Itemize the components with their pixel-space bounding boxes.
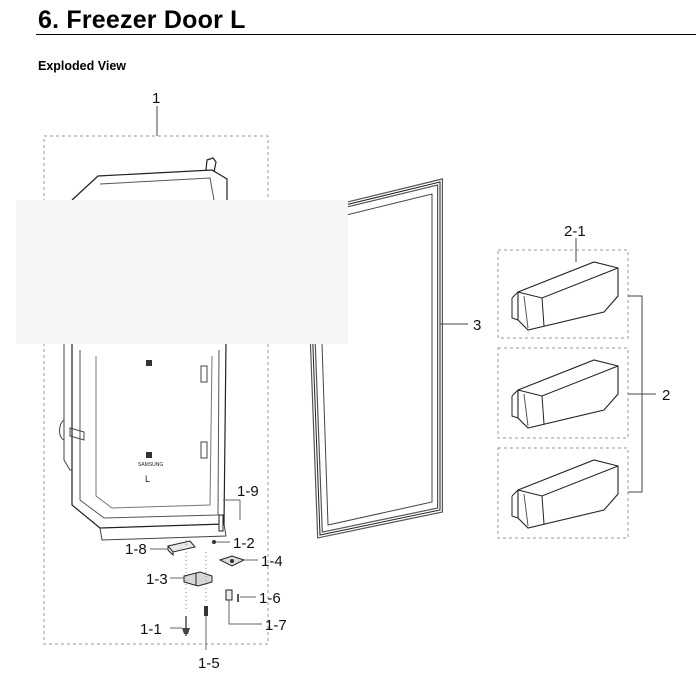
bin-box-1 [497,249,629,339]
door-model-tag: SAMSUNG [138,462,163,468]
callout-1-6: 1-6 [259,590,281,607]
page-title: 6. Freezer Door L [38,6,246,34]
door-hinge-top [205,157,217,173]
callout-1-9: 1-9 [237,483,259,500]
door-lower-frame [71,341,227,529]
callout-1-8: 1-8 [125,541,147,558]
door-assembly-group: SAMSUNG L [43,106,269,645]
callout-1-3: 1-3 [146,571,168,588]
part-1-5-bolt [204,606,208,616]
bin-box-3 [497,447,629,539]
guard-bin-3 [511,459,619,529]
part-1-2-screw [212,540,216,544]
callout-1: 1 [152,90,160,107]
callout-1-4: 1-4 [261,553,283,570]
part-1-7-bushing [225,589,233,601]
image-occlusion-panel [16,200,348,344]
callout-1-7: 1-7 [265,617,287,634]
callout-1-1: 1-1 [140,621,162,638]
part-1-9-pin [218,514,224,532]
guard-bin-1 [511,261,619,331]
callout-1-5: 1-5 [198,655,220,672]
door-gasket [304,178,468,539]
door-small-parts-group [150,499,262,650]
part-1-3-hinge-cam [183,571,213,587]
callout-labels: 1 2-1 2 3 1-9 1-8 1-2 1-4 1-3 1-6 1-1 1-… [125,90,670,672]
title-underline [36,34,696,35]
callout-2-1: 2-1 [564,223,586,240]
bin-box-2 [497,347,629,439]
callout-2: 2 [662,387,670,404]
door-letter-mark: L [145,474,150,484]
callout-3: 3 [473,317,481,334]
door-guard-bins [497,238,656,539]
section-subtitle: Exploded View [38,59,126,73]
part-1-8-cover [167,540,196,553]
callout-1-2: 1-2 [233,535,255,552]
door-top-frame [71,169,228,201]
guard-bin-2 [511,359,619,429]
